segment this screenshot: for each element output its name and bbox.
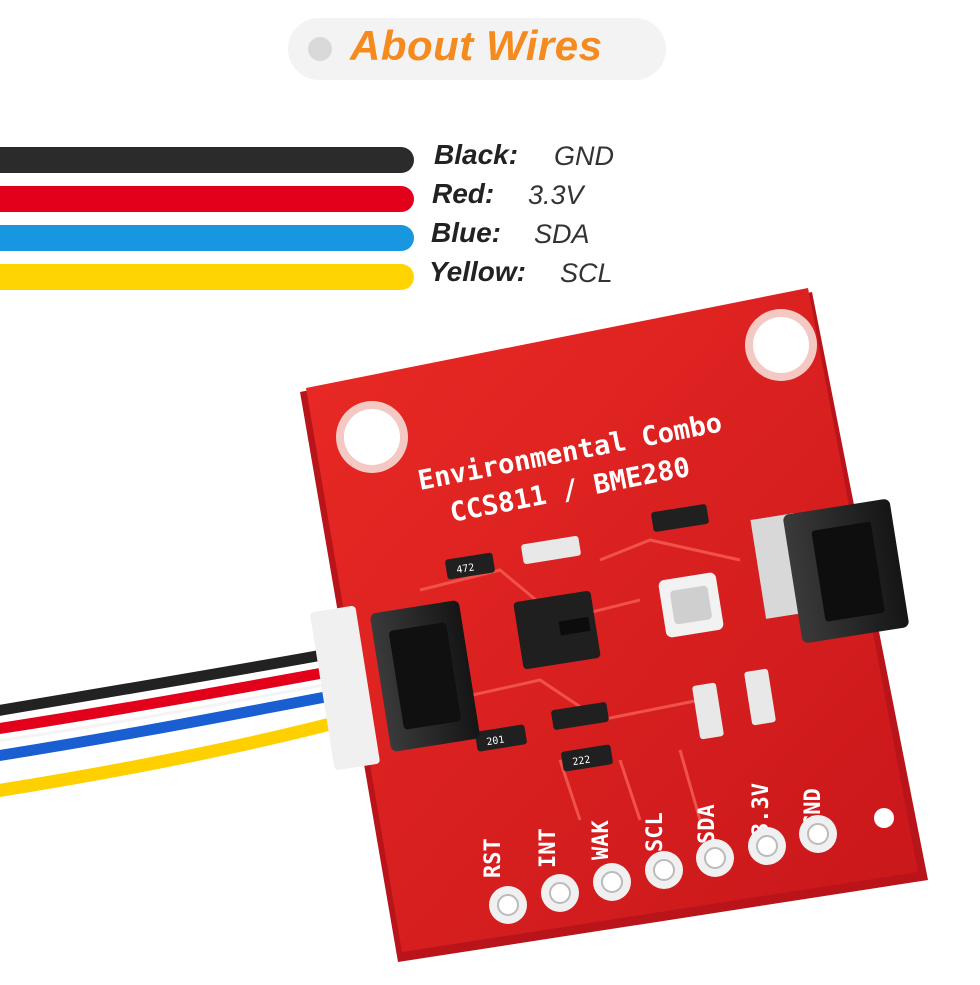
resistor-code: 201 (486, 735, 506, 749)
blue-wire-swatch (0, 225, 414, 251)
wire-color-label: Red: (432, 178, 495, 209)
qwiic-connector-right (750, 499, 909, 643)
pin-label-scl: SCL (643, 812, 668, 852)
sensor-board-photo: Environmental Combo CCS811 / BME280 472 … (0, 280, 980, 980)
red-wire-swatch (0, 186, 414, 212)
qwiic-cable (0, 644, 356, 797)
sensor-board-illustration: Environmental Combo CCS811 / BME280 472 … (0, 288, 928, 962)
wire-signal-label: GND (554, 141, 614, 171)
yellow-wire-swatch (0, 264, 414, 290)
pin-label-wak: WAK (589, 820, 614, 860)
wire-color-label: Blue: (431, 217, 501, 248)
pcb-board (300, 288, 928, 962)
header-pins: RST INT WAK SCL SDA 3.3V GND (481, 783, 894, 924)
ccs811-chip (513, 590, 601, 670)
qwiic-connector-left (310, 600, 480, 771)
pin-label-3v3: 3.3V (749, 783, 774, 836)
header-pill: About Wires (288, 18, 666, 80)
smd-components: 472 222 201 (445, 504, 776, 772)
wire-color-label: Yellow: (429, 256, 526, 287)
pin-label-int: INT (536, 828, 561, 868)
black-wire-swatch (0, 147, 414, 173)
resistor-code: 472 (456, 562, 476, 576)
wire-color-label: Black: (434, 139, 519, 170)
wire-signal-label: SCL (560, 258, 613, 288)
page-title: About Wires (350, 22, 603, 69)
bme280-chip (658, 572, 724, 638)
wire-signal-label: SDA (534, 219, 590, 249)
wire-signal-label: 3.3V (528, 180, 584, 210)
pin-label-rst: RST (481, 838, 506, 878)
pin-label-sda: SDA (695, 804, 720, 844)
header-dot-icon (308, 37, 332, 61)
resistor-code: 222 (572, 755, 592, 769)
